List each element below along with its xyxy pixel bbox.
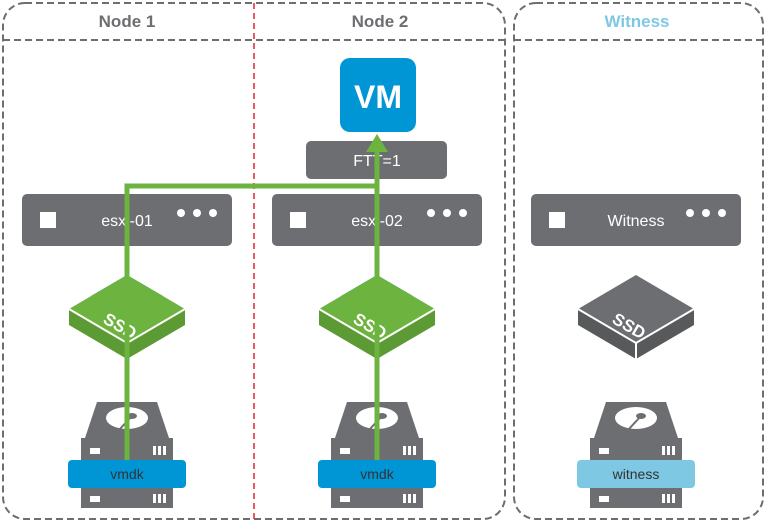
vm-label: VM bbox=[354, 79, 402, 115]
vm-icon: VM bbox=[340, 58, 416, 132]
witness-container bbox=[513, 2, 764, 520]
witness-header: Witness bbox=[604, 12, 669, 31]
host-label: Witness bbox=[608, 213, 665, 230]
disk-label: witness bbox=[612, 466, 660, 482]
host-witness: Witness bbox=[531, 194, 741, 246]
hdd-icon-witness bbox=[589, 401, 683, 509]
server-square-icon bbox=[40, 212, 56, 228]
disk-label: vmdk bbox=[360, 466, 394, 482]
node2-header: Node 2 bbox=[352, 12, 409, 31]
disk-label: vmdk bbox=[110, 466, 144, 482]
server-square-icon bbox=[549, 212, 565, 228]
data-path bbox=[124, 150, 380, 460]
arrow-up-icon bbox=[366, 134, 388, 152]
ssd-icon-witness: SSD bbox=[577, 275, 695, 359]
node1-header: Node 1 bbox=[99, 12, 156, 31]
witness-component-label: witness bbox=[577, 460, 695, 488]
server-square-icon bbox=[290, 212, 306, 228]
nodes-container bbox=[2, 2, 506, 520]
vmdk-label-node2: vmdk bbox=[318, 460, 436, 488]
vmdk-label-node1: vmdk bbox=[68, 460, 186, 488]
